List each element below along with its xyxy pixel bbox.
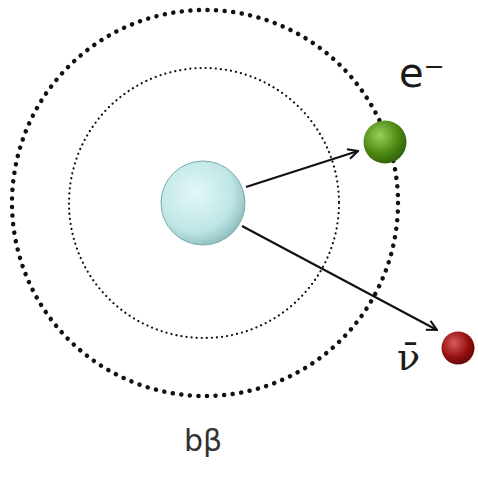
decay-caption: bβ — [184, 423, 222, 458]
antineutrino-ball — [441, 331, 475, 365]
outer-orbit — [12, 10, 398, 396]
electron-circle — [364, 121, 407, 164]
antineutrino-node: ν̄ — [441, 331, 475, 365]
electron-node: e⁻ — [363, 120, 407, 164]
electron-arrow — [246, 151, 358, 187]
antineutrino-circle — [442, 332, 475, 365]
nucleus — [161, 161, 245, 245]
electron-label: e⁻ — [399, 50, 445, 96]
antineutrino-label: ν̄ — [397, 335, 420, 379]
inner-orbit — [69, 68, 339, 338]
antineutrino-arrow — [242, 226, 437, 330]
electron-ball — [363, 120, 407, 164]
